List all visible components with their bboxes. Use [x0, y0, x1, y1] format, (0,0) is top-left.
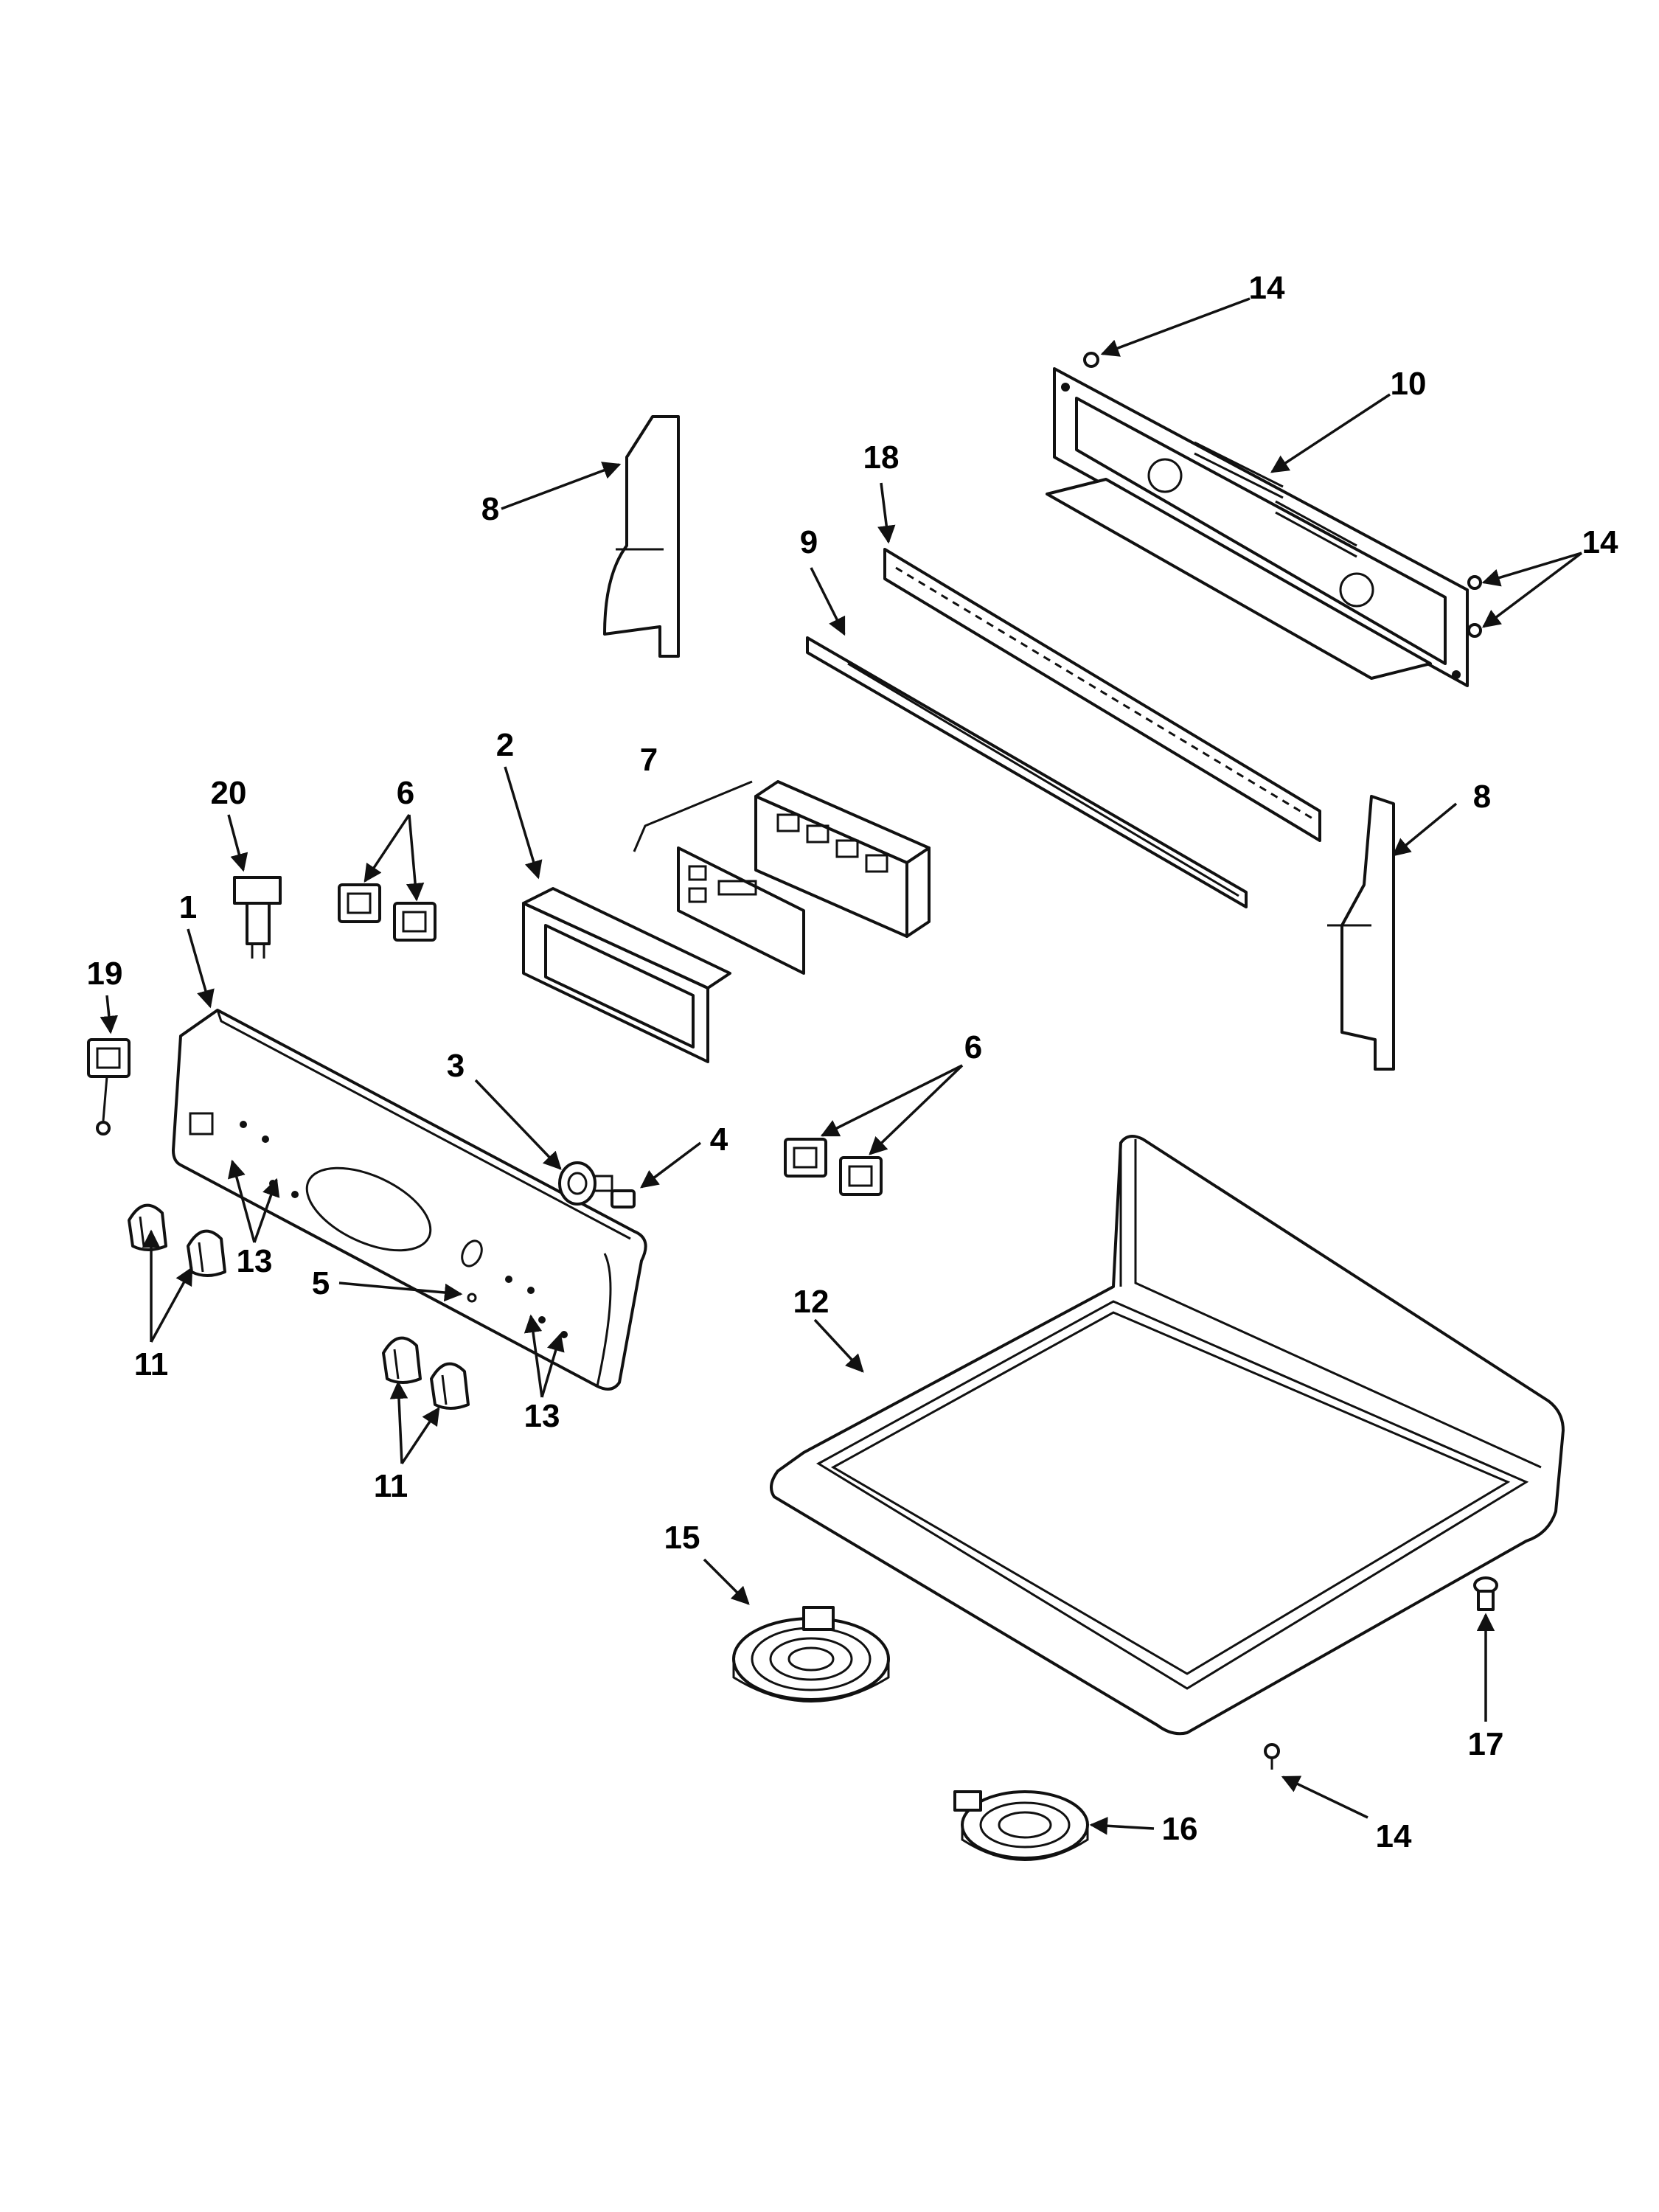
callout-2: 2: [496, 727, 514, 763]
switch-part-4: [611, 1189, 636, 1208]
callout-15: 15: [664, 1520, 700, 1556]
knob-upper-1-part-11: [128, 1203, 167, 1251]
callout-11-upper: 11: [134, 1346, 169, 1382]
knob-lower-1-part-11: [382, 1336, 422, 1384]
callout-7: 7: [640, 742, 658, 778]
callout-10: 10: [1391, 366, 1427, 402]
switch-upper-right-part-6: [393, 902, 437, 942]
callout-18: 18: [863, 439, 900, 476]
cooktop-part-12: [770, 1135, 1565, 1736]
callout-14-top: 14: [1249, 270, 1285, 306]
end-cap-right-part-8: [1327, 795, 1395, 1071]
callout-14-bottom: 14: [1376, 1818, 1412, 1854]
callout-13-upper: 13: [237, 1243, 273, 1279]
switch-upper-left-part-6: [338, 883, 381, 923]
callout-12: 12: [793, 1284, 830, 1320]
element-large-part-15: [732, 1606, 890, 1703]
switch-lower-left-part-6: [784, 1138, 827, 1178]
callout-19: 19: [87, 956, 123, 992]
callout-11-lower: 11: [374, 1468, 408, 1504]
callout-3: 3: [447, 1048, 465, 1084]
callout-6-lower: 6: [964, 1029, 982, 1065]
receptacle-part-19: [87, 1038, 131, 1135]
rear-bracket-part-10: [1046, 367, 1469, 687]
knob-lower-2-part-11: [430, 1362, 470, 1410]
control-panel-part-1: [172, 1009, 647, 1391]
trim-strip-part-18: [883, 548, 1321, 842]
switch-lower-right-part-6: [839, 1156, 883, 1196]
callout-13-lower: 13: [524, 1398, 560, 1434]
end-cap-left-part-8: [603, 415, 680, 658]
callout-14-right: 14: [1582, 524, 1618, 560]
leader-lines: [100, 297, 1583, 1835]
callout-6-upper: 6: [397, 775, 414, 811]
callout-16: 16: [1162, 1811, 1198, 1847]
trim-strip-part-9: [806, 636, 1248, 908]
control-board-part-7: [633, 780, 931, 975]
display-window-part-2: [522, 887, 731, 1063]
callout-1: 1: [179, 889, 197, 925]
callout-17: 17: [1468, 1726, 1504, 1762]
callout-9: 9: [800, 524, 818, 560]
callout-8-right: 8: [1473, 779, 1491, 815]
screws-part-14: [1083, 352, 1482, 1770]
callout-5: 5: [312, 1265, 330, 1301]
lens-part-3: [558, 1161, 613, 1206]
element-small-part-16: [953, 1790, 1089, 1861]
callout-labels: 14 10 18 9 14 8 8 2 7 20 6 1 19 3 6 4 13…: [87, 270, 1618, 1854]
indicator-light-part-20: [233, 876, 282, 959]
knob-upper-2-part-11: [187, 1229, 226, 1277]
callout-4: 4: [710, 1121, 728, 1158]
callout-8-left: 8: [481, 491, 499, 527]
callout-20: 20: [211, 775, 247, 811]
clip-part-17: [1473, 1576, 1498, 1611]
